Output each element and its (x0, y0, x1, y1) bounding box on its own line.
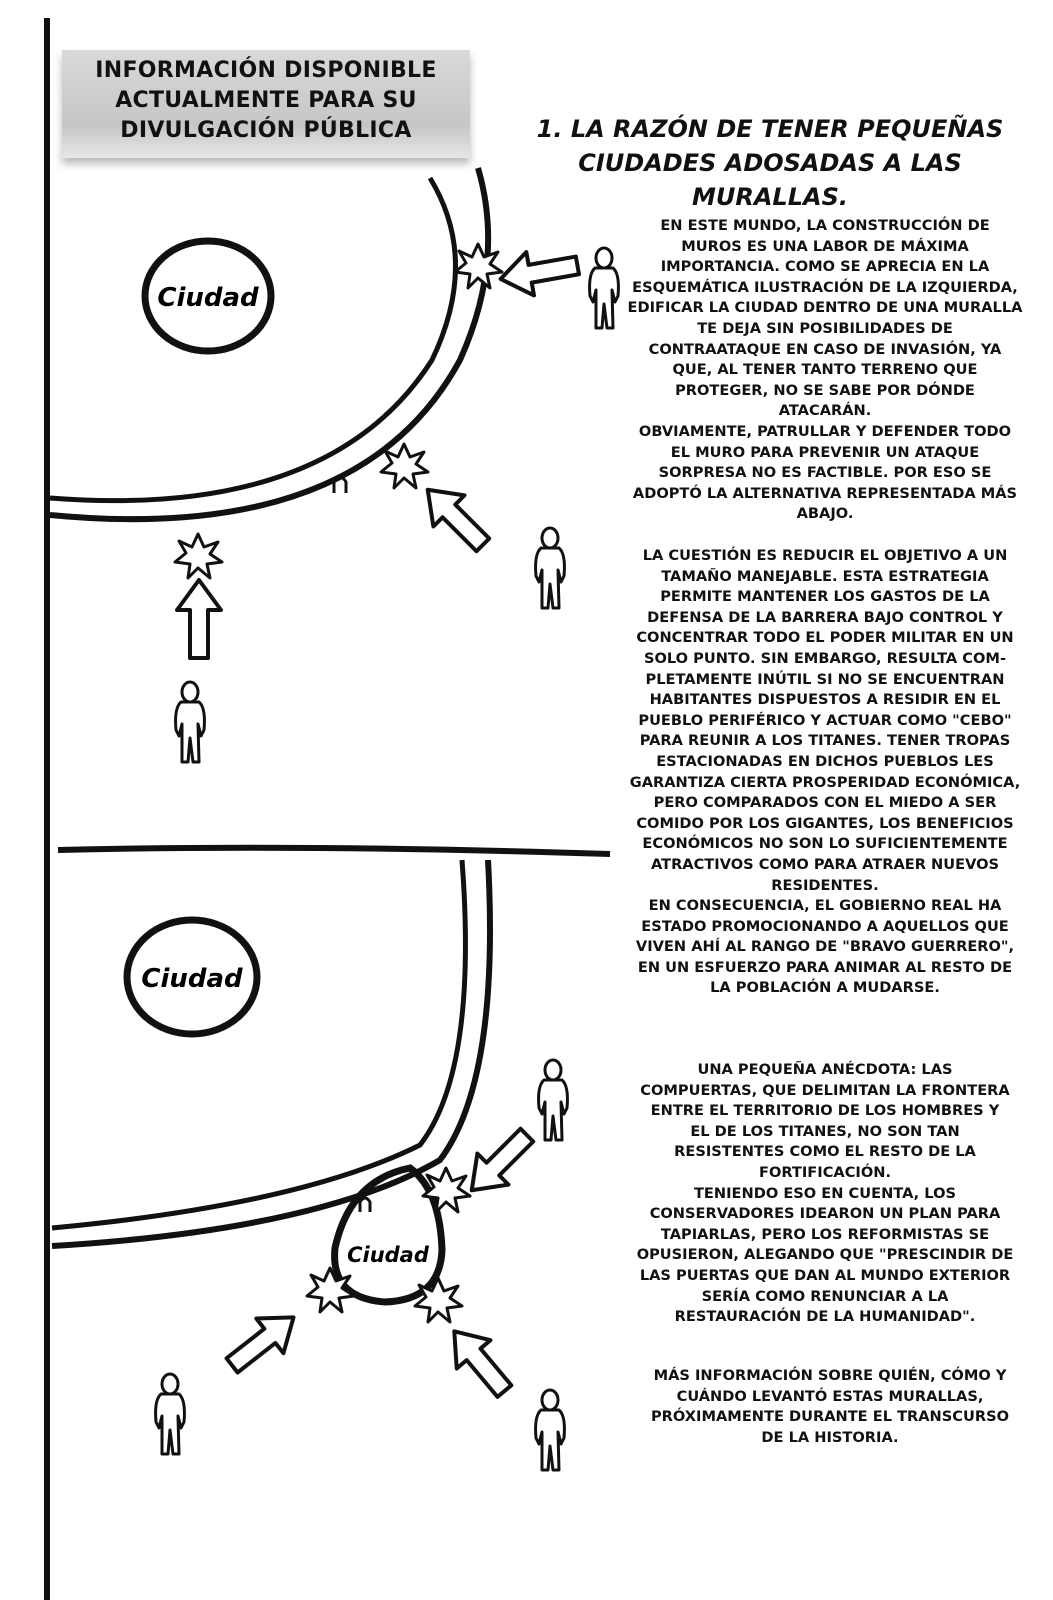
city-label: Ciudad (347, 1243, 430, 1267)
attack-arrow-icon (412, 474, 498, 560)
titan-figure-icon (534, 1388, 566, 1472)
gate-icon (358, 1196, 372, 1212)
header-title: Información disponible actualmente para … (62, 56, 470, 146)
attack-arrow-icon (494, 241, 584, 303)
attack-arrow-icon (216, 1298, 310, 1385)
impact-burst-icon (379, 442, 430, 490)
impact-burst-icon (421, 1166, 472, 1214)
titan-figure-icon (154, 1372, 186, 1456)
impact-burst-icon (173, 532, 224, 580)
impact-burst-icon (413, 1276, 464, 1324)
outer-town-diagram: Ciudad Ciudad (51, 859, 569, 1472)
titan-figure-icon (174, 680, 206, 764)
impact-burst-icon (305, 1266, 356, 1314)
attack-arrow-icon (435, 1315, 524, 1408)
gate-icon (332, 475, 348, 493)
header-box (62, 50, 470, 158)
panel-divider (57, 844, 611, 857)
outer-town-circle (331, 1164, 446, 1306)
section-title-line: ciudades adosadas a las murallas. (578, 149, 962, 211)
page-border-line (44, 18, 50, 1600)
city-label: Ciudad (141, 964, 243, 994)
paragraph-walls-importance: En este mundo, la construcción de muros … (627, 217, 1023, 523)
section-title-line: 1. La razón de tener pequeñas (536, 115, 1004, 143)
section-title: 1. La razón de tener pequeñas ciudades a… (535, 112, 1005, 214)
impact-burst-icon (453, 242, 504, 290)
titan-figure-icon (537, 1058, 569, 1142)
paragraph-strategy: La cuestión es reducir el objetivo a un … (629, 547, 1021, 997)
paragraph-anecdote: Una pequeña anécdota: Las compuertas, qu… (636, 1061, 1014, 1326)
header-line: divulgación pública (120, 118, 412, 143)
header-line: actualmente para su (115, 88, 417, 113)
paragraph-more-info: Más información sobre quién, cómo y cuán… (650, 1367, 1010, 1446)
city-circle (141, 237, 275, 355)
attack-arrow-icon (175, 578, 223, 660)
attack-arrow-icon (456, 1120, 542, 1206)
titan-figure-icon (588, 246, 620, 330)
city-label: Ciudad (157, 283, 259, 313)
large-wall-diagram: Ciudad (49, 167, 620, 764)
city-circle (123, 916, 261, 1038)
header-line: Información disponible (95, 58, 437, 83)
titan-figure-icon (534, 526, 566, 610)
